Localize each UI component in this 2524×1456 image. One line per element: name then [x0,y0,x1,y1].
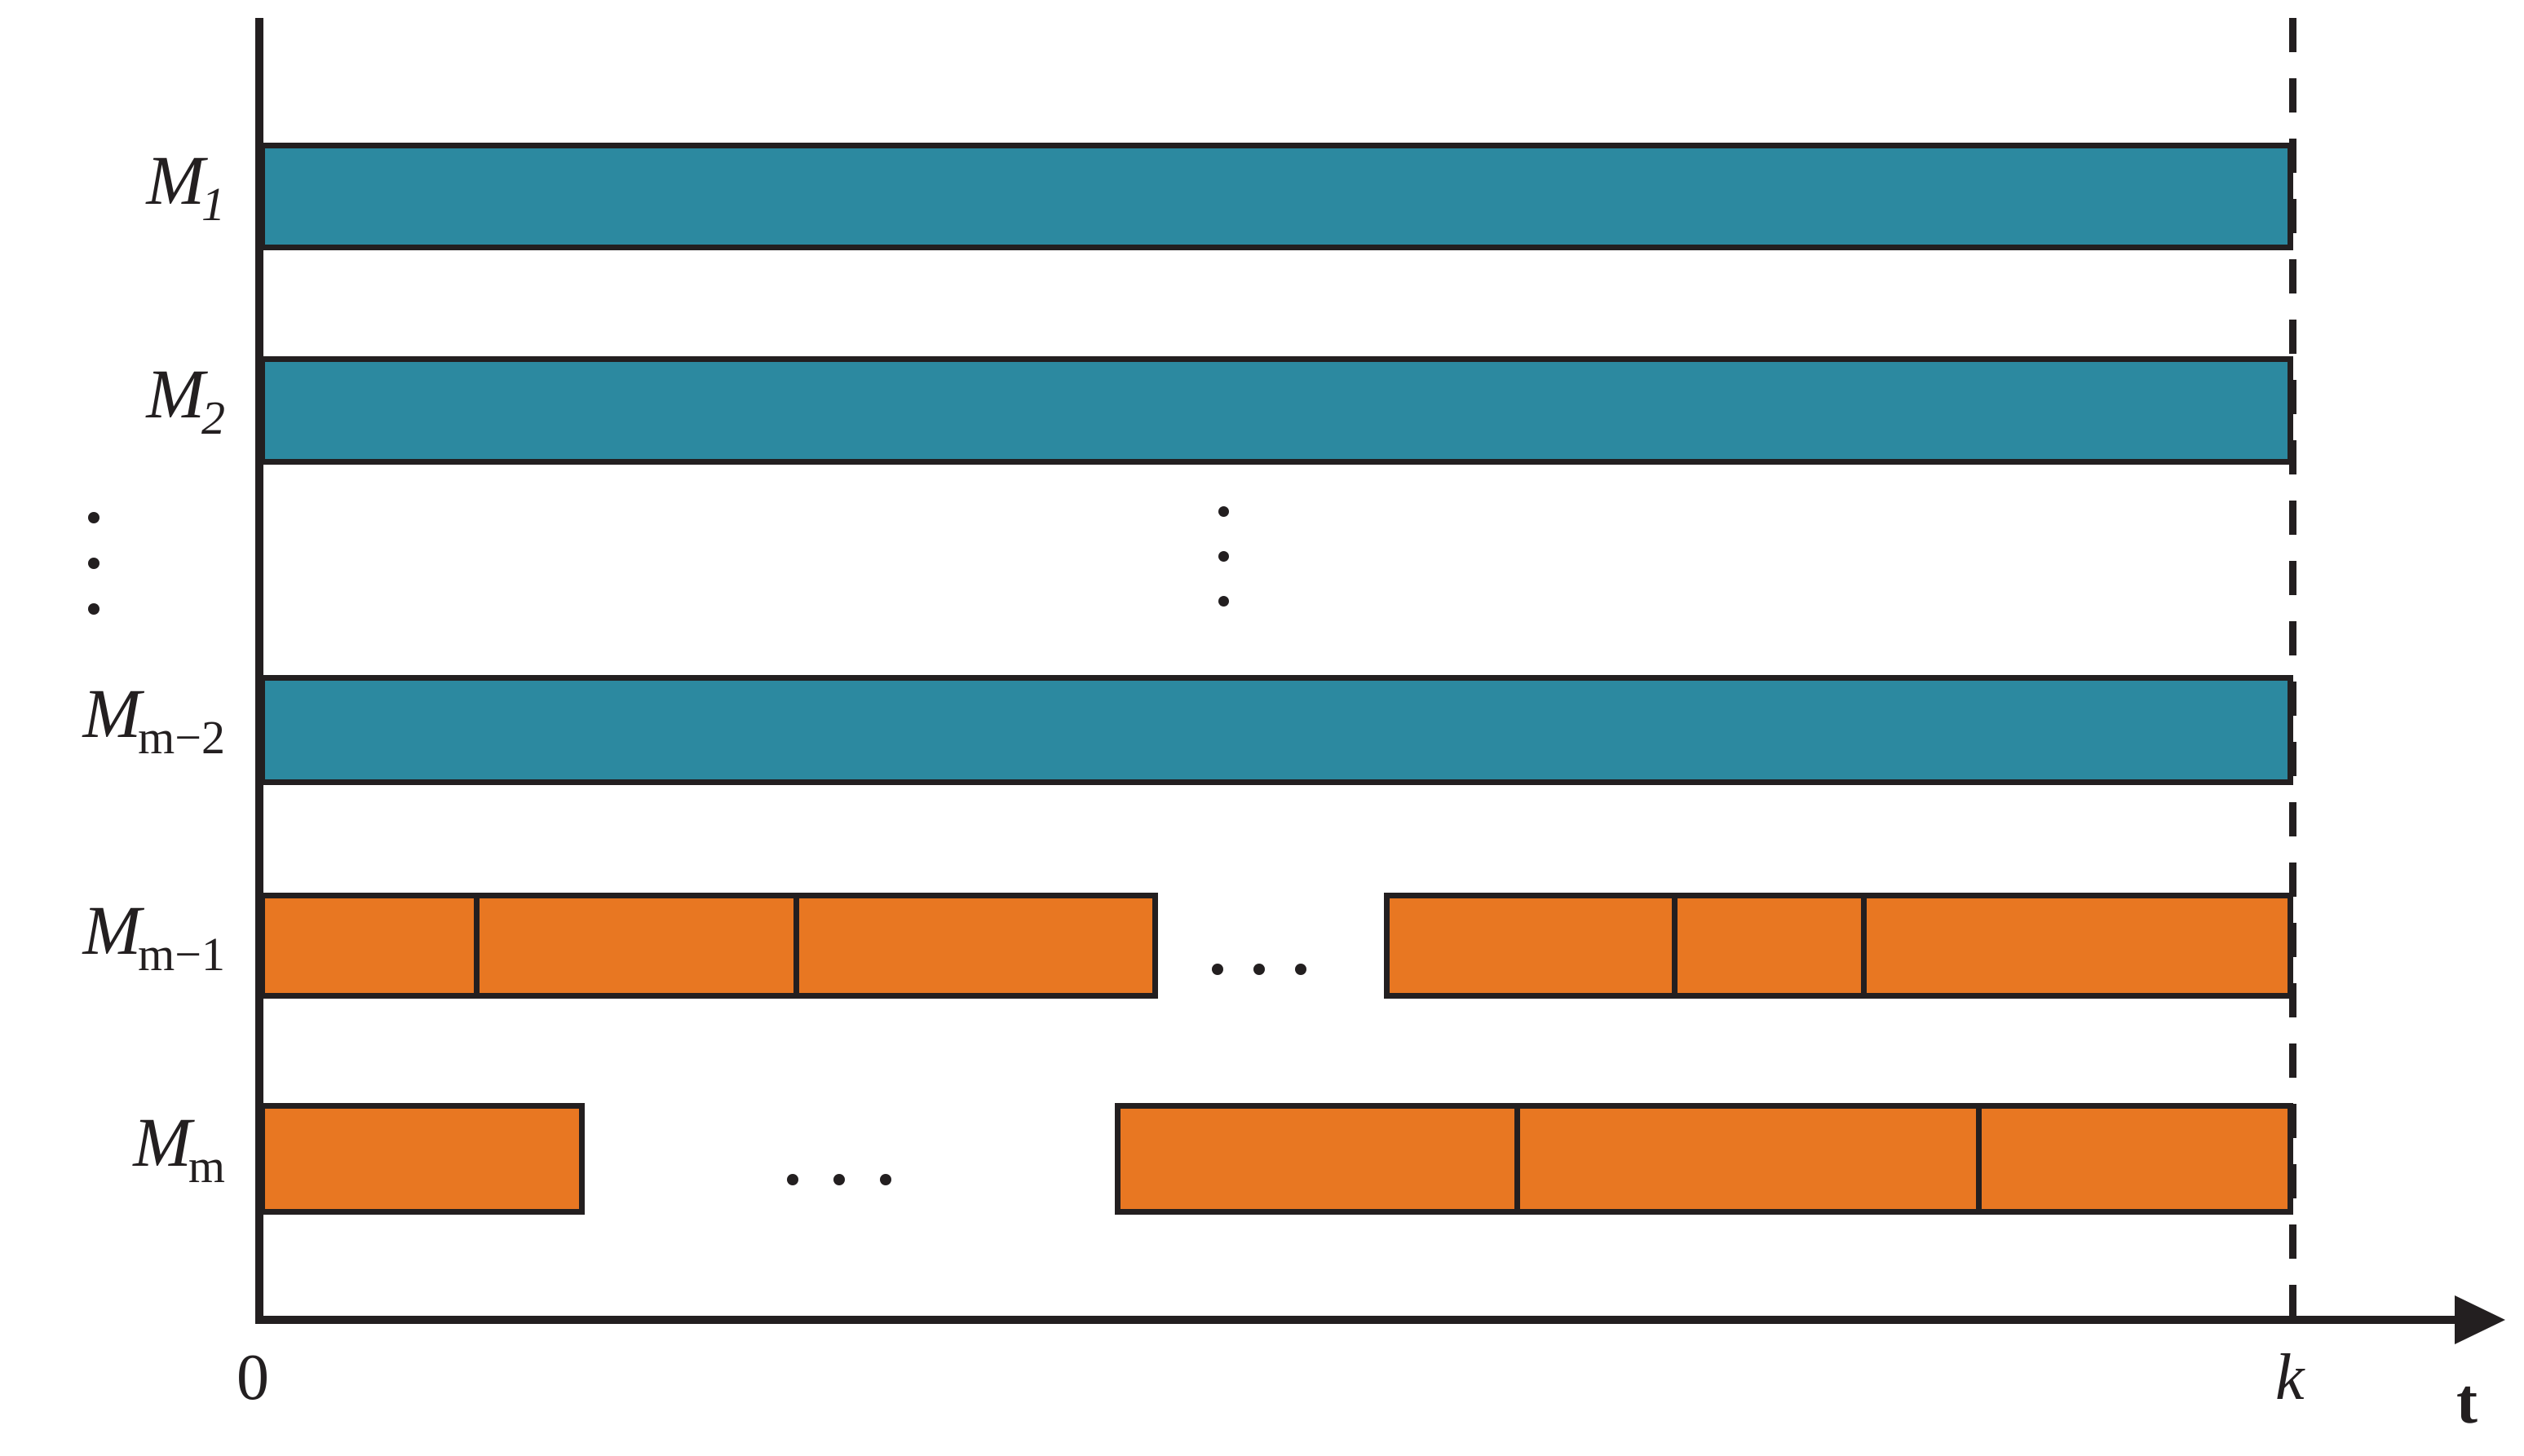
row-label-m1-subscript: 1 [201,178,225,231]
bar-mm-divider-2 [1976,1103,1982,1215]
y-axis-line [255,18,263,1322]
bar-m1-segment-1 [259,143,2293,250]
row-label-mm2: Mm−2 [8,678,228,761]
bar-mm1-divider-4 [1861,893,1867,999]
x-axis-line [255,1316,2457,1324]
ellipsis-dot [1218,506,1229,517]
row-label-mm1-subscript: m−1 [138,928,225,981]
ellipsis-dot [1212,964,1223,975]
x-axis-tick-deadline: k [2275,1342,2305,1414]
ellipsis-dot [1218,551,1229,562]
ellipsis-dot [787,1174,798,1185]
bar-mm-divider-1 [1514,1103,1520,1215]
row-label-mm-subscript: m [188,1140,225,1193]
bar-mm1-divider-3 [1672,893,1678,999]
row-label-m2: M2 [33,359,228,442]
ellipsis-dot [1253,964,1265,975]
bar-mm1-group-2 [1384,893,2293,999]
row-label-m2-subscript: 2 [201,391,225,444]
x-axis-label: t [2456,1366,2478,1436]
x-axis-tick-origin: 0 [236,1342,269,1414]
bar-mm1-group-1 [259,893,1158,999]
ellipsis-dot [88,512,99,523]
ellipsis-dot [833,1174,845,1185]
row-label-mm2-base: M [82,674,142,752]
row-label-mm2-subscript: m−2 [138,711,225,764]
bar-mm2-segment-1 [259,675,2293,785]
ellipsis-dot [1295,964,1306,975]
bar-m2-segment-1 [259,356,2293,465]
ellipsis-dot [1218,596,1229,607]
row-label-m1: M1 [33,145,228,228]
x-axis-arrow-icon [2455,1295,2505,1344]
row-label-m1-base: M [146,141,205,219]
bar-mm1-divider-2 [793,893,799,999]
ellipsis-dot [88,603,99,615]
bar-mm-group-1 [259,1103,585,1215]
row-label-m2-base: M [146,355,205,433]
deadline-dashed-line [2289,18,2296,1319]
row-label-mm: Mm [33,1107,228,1190]
ellipsis-dot [88,558,99,569]
row-label-mm1-base: M [82,891,142,969]
bar-mm-group-2 [1115,1103,2293,1215]
bar-mm1-divider-1 [474,893,480,999]
row-label-mm-base: M [133,1103,192,1181]
ellipsis-dot [880,1174,891,1185]
row-label-mm1: Mm−1 [8,895,228,978]
